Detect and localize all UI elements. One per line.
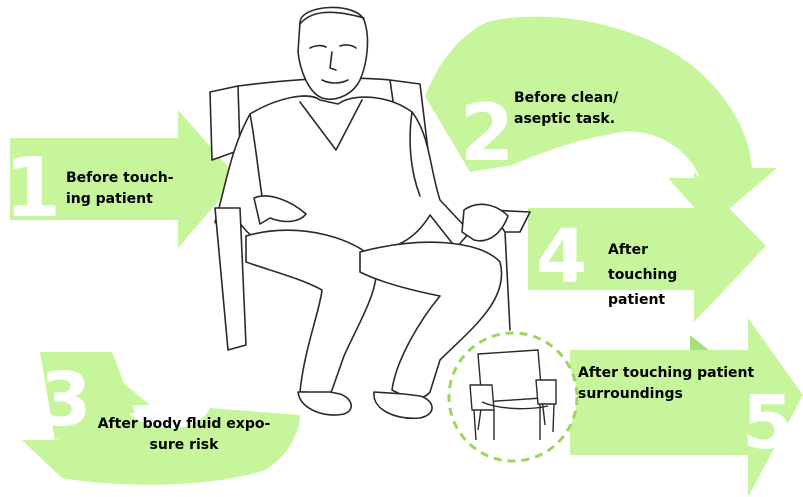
moment-2-label-line-2: aseptic task. [514,109,618,130]
moment-2-number: 2 [460,89,514,179]
moment-4-label-line-2: touching [608,265,677,286]
moment-2-label-line-1: Before clean/ [514,88,618,109]
moment-3-label-line-2: sure risk [74,435,294,456]
moment-3-label-line-1: After body fluid expo- [74,414,294,435]
moment-3-label: After body fluid expo- sure risk [74,414,294,456]
moment-5-label-line-2: surroundings [578,384,754,405]
moment-4-label-line-3: patient [608,290,677,311]
moment-1-label-line-1: Before touch- [66,168,174,189]
moment-4-label: After touching patient [608,240,677,311]
moment-1-number: 1 [4,141,61,236]
moment-5-label-line-1: After touching patient [578,363,754,384]
moment-1-label-line-2: ing patient [66,189,174,210]
moment-5-label: After touching patient surroundings [578,363,754,405]
moment-4-number: 4 [536,214,588,300]
moment-4-label-line-1: After [608,240,677,261]
surroundings-circle [449,333,577,461]
moment-1-label: Before touch- ing patient [66,168,174,210]
moment-2-label: Before clean/ aseptic task. [514,88,618,130]
